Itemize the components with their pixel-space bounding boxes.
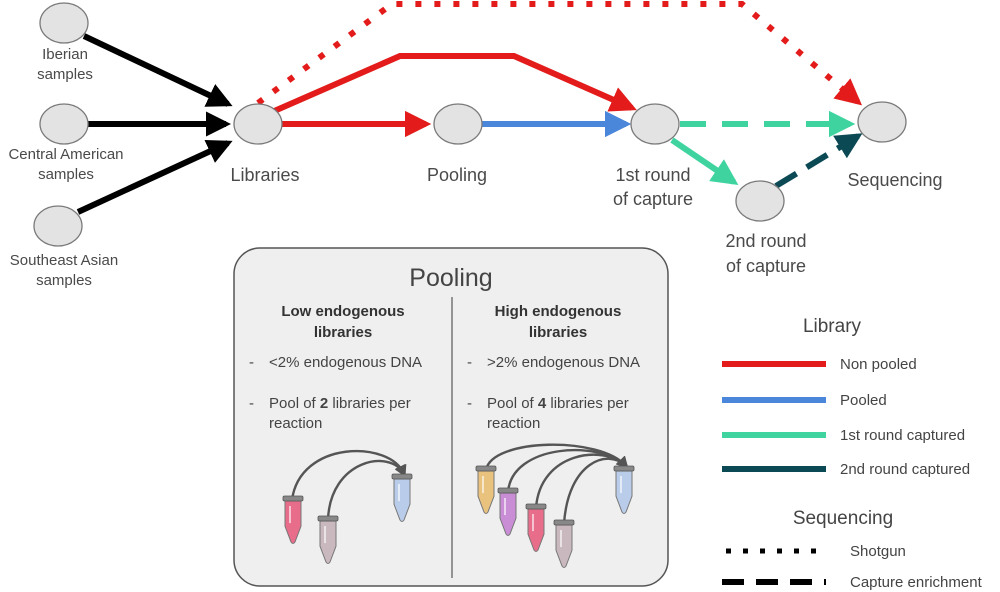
low-bullet2-post: libraries per (328, 395, 411, 412)
high-bullet2-pre: Pool of (487, 395, 538, 412)
high-bullet2-post: libraries per (546, 395, 629, 412)
central-american-label-line2: samples (38, 166, 94, 183)
iberian-label-line2: samples (37, 66, 93, 83)
low-bullet2-line2: reaction (269, 415, 322, 432)
second-capture-label-line1: 2nd round (725, 231, 806, 251)
nodes (33, 2, 907, 247)
southeast-asian-node (33, 205, 83, 247)
first-capture-label-line1: 1st round (615, 165, 690, 185)
southeast-asian-label-line1: Southeast Asian (10, 252, 118, 269)
low-tube-gray (317, 515, 339, 564)
pooling-box: Pooling Low endogenous libraries - <2% e… (233, 247, 669, 587)
nonpooled-to-capture-path (270, 53, 637, 115)
pooling-box-frame (233, 247, 669, 587)
high-tube-pink (525, 503, 547, 552)
high-bullet2-line2: reaction (487, 415, 540, 432)
low-bullet2-pre: Pool of (269, 395, 320, 412)
pooling-node (433, 103, 483, 145)
low-tube-blue (391, 473, 413, 522)
central-american-label-line1: Central American (8, 146, 123, 163)
iberian-node (39, 2, 89, 44)
pooling-box-title: Pooling (409, 264, 492, 292)
legend-library-title: Library (803, 316, 862, 337)
libraries-node (233, 103, 283, 145)
second-capture-node (735, 180, 785, 222)
low-arrow-2 (326, 459, 406, 521)
connections (76, 1, 863, 215)
high-bullet2: Pool of 4 libraries per (487, 395, 629, 412)
high-bullet1-dash: - (467, 354, 472, 371)
pooling-label: Pooling (427, 165, 487, 185)
high-bullet2-count: 4 (538, 395, 547, 412)
iberian-to-libraries-arrow (82, 33, 233, 107)
sequencing-label: Sequencing (847, 170, 942, 190)
high-heading-line2: libraries (529, 324, 587, 341)
high-arrow-4 (562, 455, 629, 525)
legend-pooled-label: Pooled (840, 392, 887, 409)
legend-second-captured-label: 2nd round captured (840, 461, 970, 478)
capture-to-second-capture-arrow (670, 137, 739, 185)
high-bullet2-dash: - (467, 395, 472, 412)
second-capture-label-line2: of capture (726, 256, 806, 276)
tube-group (282, 465, 635, 568)
low-bullet2-dash: - (249, 395, 254, 412)
low-bullet2: Pool of 2 libraries per (269, 395, 411, 412)
southeast-to-libraries-arrow (76, 139, 233, 215)
high-tube-gray (553, 519, 575, 568)
shotgun-path (256, 1, 863, 106)
low-arrow-1 (290, 449, 407, 501)
first-capture-label-line2: of capture (613, 189, 693, 209)
high-tube-purple (497, 487, 519, 536)
high-pool-arrows (484, 443, 629, 525)
low-bullet2-count: 2 (320, 395, 328, 412)
legend-first-captured-label: 1st round captured (840, 427, 965, 444)
high-tube-blue (613, 465, 635, 514)
iberian-label-line1: Iberian (42, 46, 88, 63)
legend: Library Non pooled Pooled 1st round capt… (722, 316, 983, 591)
low-pool-arrows (290, 449, 407, 521)
libraries-label: Libraries (230, 165, 299, 185)
legend-capture-enrichment-label: Capture enrichment (850, 574, 983, 591)
low-bullet1-dash: - (249, 354, 254, 371)
legend-shotgun-label: Shotgun (850, 543, 906, 560)
central-american-node (39, 103, 89, 145)
high-bullet1: >2% endogenous DNA (487, 354, 640, 371)
low-heading-line1: Low endogenous (281, 303, 404, 320)
low-tube-pink (282, 495, 304, 544)
high-heading-line1: High endogenous (495, 303, 622, 320)
legend-nonpooled-label: Non pooled (840, 356, 917, 373)
sequencing-node (857, 101, 907, 143)
low-bullet1: <2% endogenous DNA (269, 354, 422, 371)
second-capture-to-sequencing-path (774, 133, 863, 189)
first-capture-node (630, 103, 680, 145)
southeast-asian-label-line2: samples (36, 272, 92, 289)
legend-sequencing-title: Sequencing (793, 508, 893, 529)
node-labels: Iberian samples Central American samples… (8, 46, 942, 289)
high-tube-orange (475, 465, 497, 514)
low-heading-line2: libraries (314, 324, 372, 341)
